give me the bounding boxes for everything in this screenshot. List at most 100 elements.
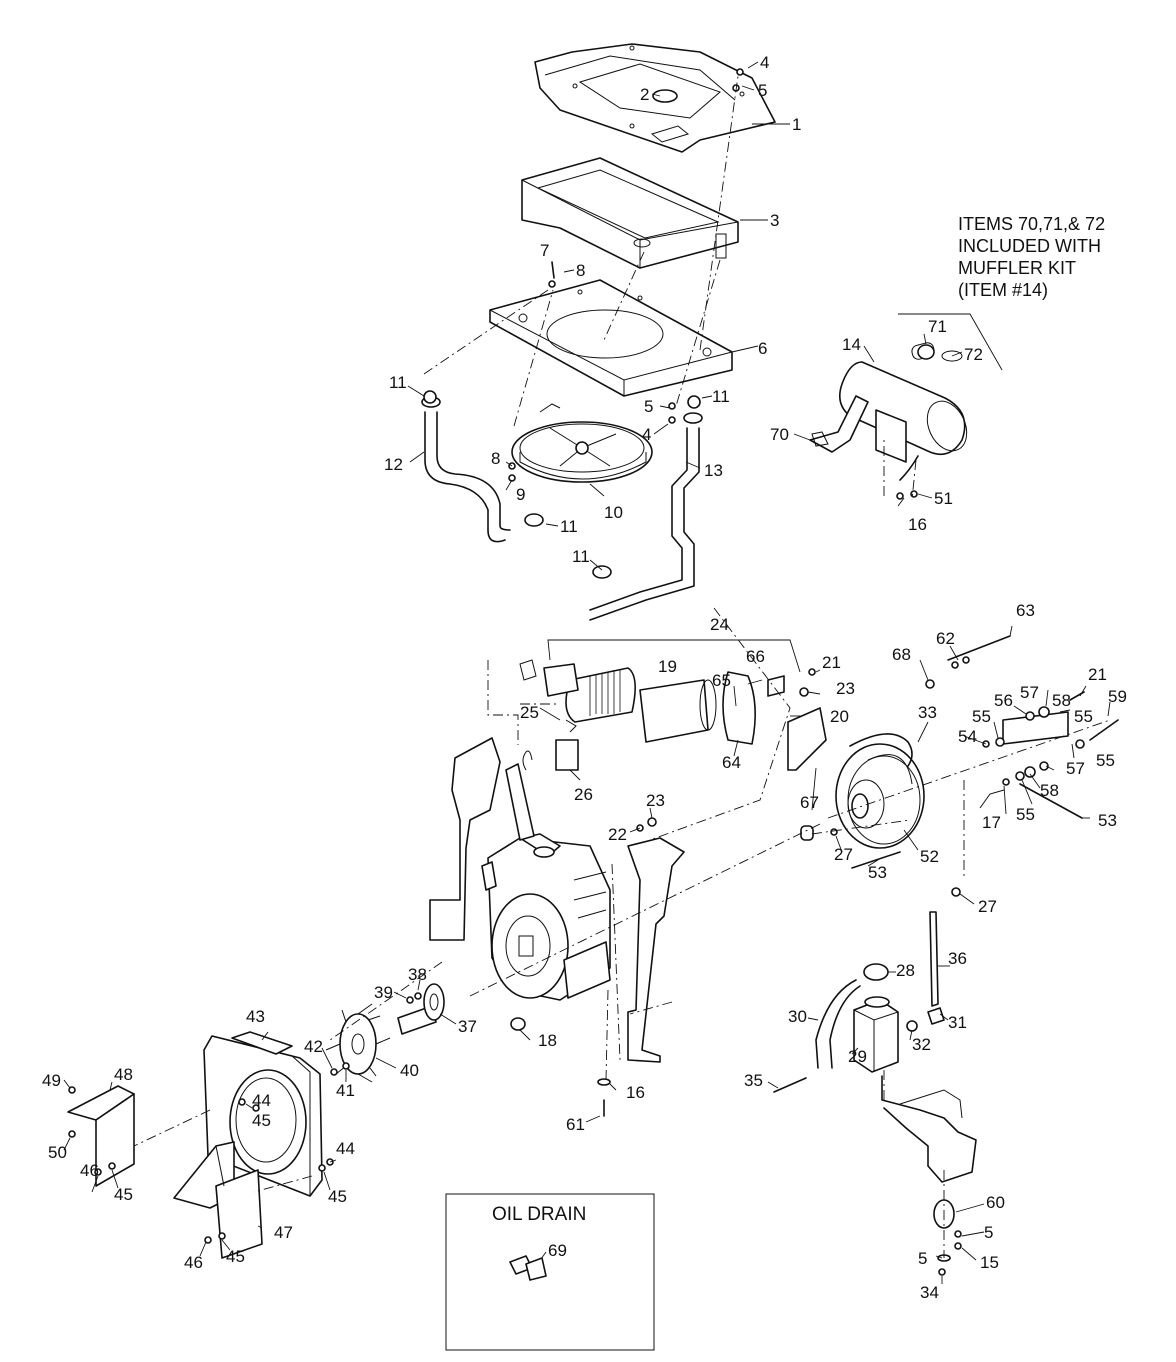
callout: 46 — [80, 1161, 99, 1180]
callout: 26 — [574, 785, 593, 804]
callout: 46 — [184, 1253, 203, 1272]
callout: 5 — [918, 1249, 927, 1268]
callout: 51 — [934, 489, 953, 508]
cover-plate — [534, 43, 776, 153]
callout: 68 — [892, 645, 911, 664]
callout: 45 — [252, 1111, 271, 1130]
callout: 8 — [576, 261, 585, 280]
callout: 11 — [560, 517, 578, 536]
muffler-kit-note: ITEMS 70,71,& 72 INCLUDED WITH MUFFLER K… — [958, 214, 1105, 300]
callout: 5 — [758, 81, 767, 100]
callout: 70 — [770, 425, 789, 444]
callout: 72 — [964, 345, 983, 364]
hardware — [68, 68, 1119, 1276]
callout: 41 — [336, 1081, 355, 1100]
callout: 34 — [920, 1283, 939, 1302]
callout: 16 — [908, 515, 927, 534]
electric-fan — [511, 403, 653, 483]
guard-upper-left — [67, 1085, 135, 1187]
callout-labels: 4 5 2 1 3 7 8 6 11 11 5 4 12 13 8 9 10 1… — [42, 53, 1127, 1302]
callout: 9 — [516, 485, 525, 504]
note-line-4: (ITEM #14) — [958, 280, 1048, 300]
callout: 48 — [114, 1065, 133, 1084]
callout: 8 — [491, 449, 500, 468]
callout: 14 — [842, 335, 861, 354]
callout: 2 — [640, 85, 649, 104]
callout: 55 — [972, 707, 991, 726]
fuel-tank — [815, 911, 945, 1073]
callout: 32 — [912, 1035, 931, 1054]
callout: 7 — [540, 241, 549, 260]
clutch-pulley — [800, 711, 1069, 849]
callout: 33 — [918, 703, 937, 722]
callout: 19 — [658, 657, 677, 676]
callout: 58 — [1052, 691, 1071, 710]
fuel-tank-bracket — [881, 1075, 977, 1183]
callout: 54 — [958, 727, 977, 746]
callout: 45 — [114, 1185, 133, 1204]
note-line-3: MUFFLER KIT — [958, 258, 1076, 278]
note-line-1: ITEMS 70,71,& 72 — [958, 214, 1105, 234]
callout: 23 — [646, 791, 665, 810]
callout: 62 — [936, 629, 955, 648]
oil-drain-title: OIL DRAIN — [492, 1204, 586, 1225]
callout: 50 — [48, 1143, 67, 1162]
callout: 57 — [1020, 683, 1039, 702]
callout: 17 — [982, 813, 1001, 832]
cooling-fan — [325, 1003, 391, 1083]
callout: 13 — [704, 461, 723, 480]
callout: 30 — [788, 1007, 807, 1026]
callout: 29 — [848, 1047, 867, 1066]
callout: 44 — [252, 1091, 271, 1110]
oil-drain-box: OIL DRAIN — [445, 1193, 655, 1351]
callout: 38 — [408, 965, 427, 984]
callout: 60 — [986, 1193, 1005, 1212]
callout: 22 — [608, 825, 627, 844]
callout: 24 — [710, 615, 729, 634]
callout: 55 — [1096, 751, 1115, 770]
callout: 42 — [304, 1037, 323, 1056]
callout: 21 — [822, 653, 841, 672]
callout: 3 — [770, 211, 779, 230]
callout: 58 — [1040, 781, 1059, 800]
callout: 31 — [948, 1013, 967, 1032]
callout: 20 — [830, 707, 849, 726]
callout: 67 — [800, 793, 819, 812]
callout: 37 — [458, 1017, 477, 1036]
callout: 11 — [389, 373, 407, 392]
callout: 57 — [1066, 759, 1085, 778]
callout: 53 — [1098, 811, 1117, 830]
callout: 69 — [548, 1241, 567, 1260]
callout: 43 — [246, 1007, 265, 1026]
callout: 61 — [566, 1115, 585, 1134]
callout: 40 — [400, 1061, 419, 1080]
callout: 39 — [374, 983, 393, 1002]
callout: 11 — [572, 547, 590, 566]
callout: 71 — [928, 317, 947, 336]
radiator-shroud — [521, 157, 739, 269]
callout: 55 — [1016, 805, 1035, 824]
callout: 27 — [978, 897, 997, 916]
air-cleaner — [519, 639, 827, 771]
callout: 25 — [520, 703, 539, 722]
callout: 12 — [384, 455, 403, 474]
leader-lines — [63, 61, 1111, 1284]
callout: 53 — [868, 863, 887, 882]
callout: 35 — [744, 1071, 763, 1090]
callout: 52 — [920, 847, 939, 866]
callout: 28 — [896, 961, 915, 980]
callout: 5 — [644, 397, 653, 416]
callout: 4 — [642, 425, 651, 444]
callout: 59 — [1108, 687, 1127, 706]
callout: 21 — [1088, 665, 1107, 684]
callout: 16 — [626, 1083, 645, 1102]
callout: 27 — [834, 845, 853, 864]
callout: 15 — [980, 1253, 999, 1272]
pulley-hub — [397, 983, 445, 1035]
callout: 55 — [1074, 707, 1093, 726]
callout: 45 — [328, 1187, 347, 1206]
guard-lower — [173, 1141, 263, 1259]
callout: 56 — [994, 691, 1013, 710]
note-line-2: INCLUDED WITH — [958, 236, 1101, 256]
